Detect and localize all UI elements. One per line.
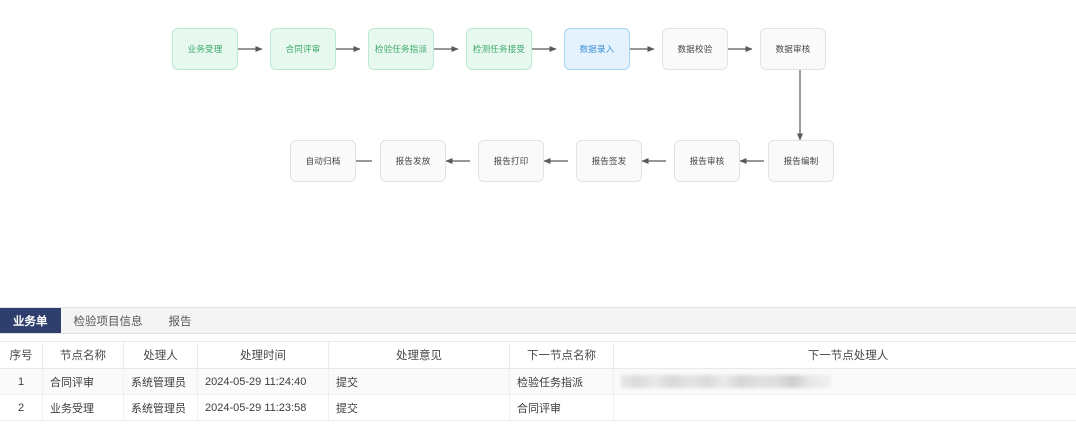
flow-node-label: 数据录入 [579,43,615,54]
cell-next-node: 合同评审 [509,394,614,421]
flow-node-label: 报告审核 [689,155,725,166]
flow-node-label: 检测任务接受 [472,43,526,54]
col-header-next-handler: 下一节点处理人 [613,341,1076,369]
flow-node-data-review[interactable]: 数据审核 [760,28,826,70]
flow-node-business-acceptance[interactable]: 业务受理 [172,28,238,70]
flow-node-label: 报告发放 [395,155,431,166]
workflow-connectors [238,46,803,164]
flow-node-label: 自动归档 [305,155,341,166]
cell-next-node: 检验任务指派 [509,368,614,395]
tab-label: 检验项目信息 [73,315,143,328]
flow-node-data-verify[interactable]: 数据校验 [662,28,728,70]
table-row[interactable]: 1 合同评审 系统管理员 2024-05-29 11:24:40 提交 检验任务… [0,368,1076,395]
cell-node-name: 合同评审 [42,368,124,395]
cell-handler: 系统管理员 [123,368,198,395]
tab-label: 报告 [168,315,192,328]
tab-report[interactable]: 报告 [156,308,205,333]
cell-node-name: 业务受理 [42,394,124,421]
flow-node-label: 报告打印 [493,155,529,166]
cell-handle-time: 2024-05-29 11:24:40 [197,368,329,395]
col-header-opinion: 处理意见 [328,341,510,369]
flow-node-auto-archive[interactable]: 自动归档 [290,140,356,182]
table-header-row: 序号 节点名称 处理人 处理时间 处理意见 下一节点名称 下一节点处理人 [0,341,1076,369]
flow-node-label: 业务受理 [187,43,223,54]
flow-node-data-entry[interactable]: 数据录入 [564,28,630,70]
flow-node-contract-review[interactable]: 合同评审 [270,28,336,70]
flow-node-report-review[interactable]: 报告审核 [674,140,740,182]
cell-opinion: 提交 [328,394,510,421]
redacted-value [621,375,831,388]
workflow-diagram: 业务受理 合同评审 检验任务指派 检测任务接受 数据录入 数据校验 数据审核 自… [172,28,834,182]
col-header-index: 序号 [0,341,43,369]
cell-index: 1 [0,368,43,395]
flow-node-label: 报告签发 [591,155,627,166]
flow-node-inspection-assign[interactable]: 检验任务指派 [368,28,434,70]
flow-node-label: 检验任务指派 [374,43,428,54]
flow-node-label: 数据校验 [677,43,713,54]
cell-handler: 系统管理员 [123,394,198,421]
flow-node-report-compile[interactable]: 报告编制 [768,140,834,182]
table-body: 1 合同评审 系统管理员 2024-05-29 11:24:40 提交 检验任务… [0,368,1076,421]
flow-node-report-sign[interactable]: 报告签发 [576,140,642,182]
col-header-handler: 处理人 [123,341,198,369]
cell-opinion: 提交 [328,368,510,395]
cell-next-handler [613,394,1076,421]
col-header-handle-time: 处理时间 [197,341,329,369]
table-row[interactable]: 2 业务受理 系统管理员 2024-05-29 11:23:58 提交 合同评审 [0,394,1076,421]
col-header-node-name: 节点名称 [42,341,124,369]
tab-bar: 业务单 检验项目信息 报告 [0,307,1076,334]
flow-node-report-issue[interactable]: 报告发放 [380,140,446,182]
cell-next-handler [613,368,1076,395]
col-header-next-node: 下一节点名称 [509,341,614,369]
tab-label: 业务单 [13,315,48,328]
cell-handle-time: 2024-05-29 11:23:58 [197,394,329,421]
flow-node-label: 合同评审 [285,43,321,54]
tab-inspection-items[interactable]: 检验项目信息 [61,308,156,333]
workflow-history-table: 序号 节点名称 处理人 处理时间 处理意见 下一节点名称 下一节点处理人 1 合… [0,341,1076,421]
flow-node-test-accept[interactable]: 检测任务接受 [466,28,532,70]
cell-index: 2 [0,394,43,421]
table-header: 序号 节点名称 处理人 处理时间 处理意见 下一节点名称 下一节点处理人 [0,341,1076,369]
tab-business-order[interactable]: 业务单 [0,308,61,333]
flow-node-label: 数据审核 [775,43,811,54]
flow-node-report-print[interactable]: 报告打印 [478,140,544,182]
flow-node-label: 报告编制 [783,155,819,166]
